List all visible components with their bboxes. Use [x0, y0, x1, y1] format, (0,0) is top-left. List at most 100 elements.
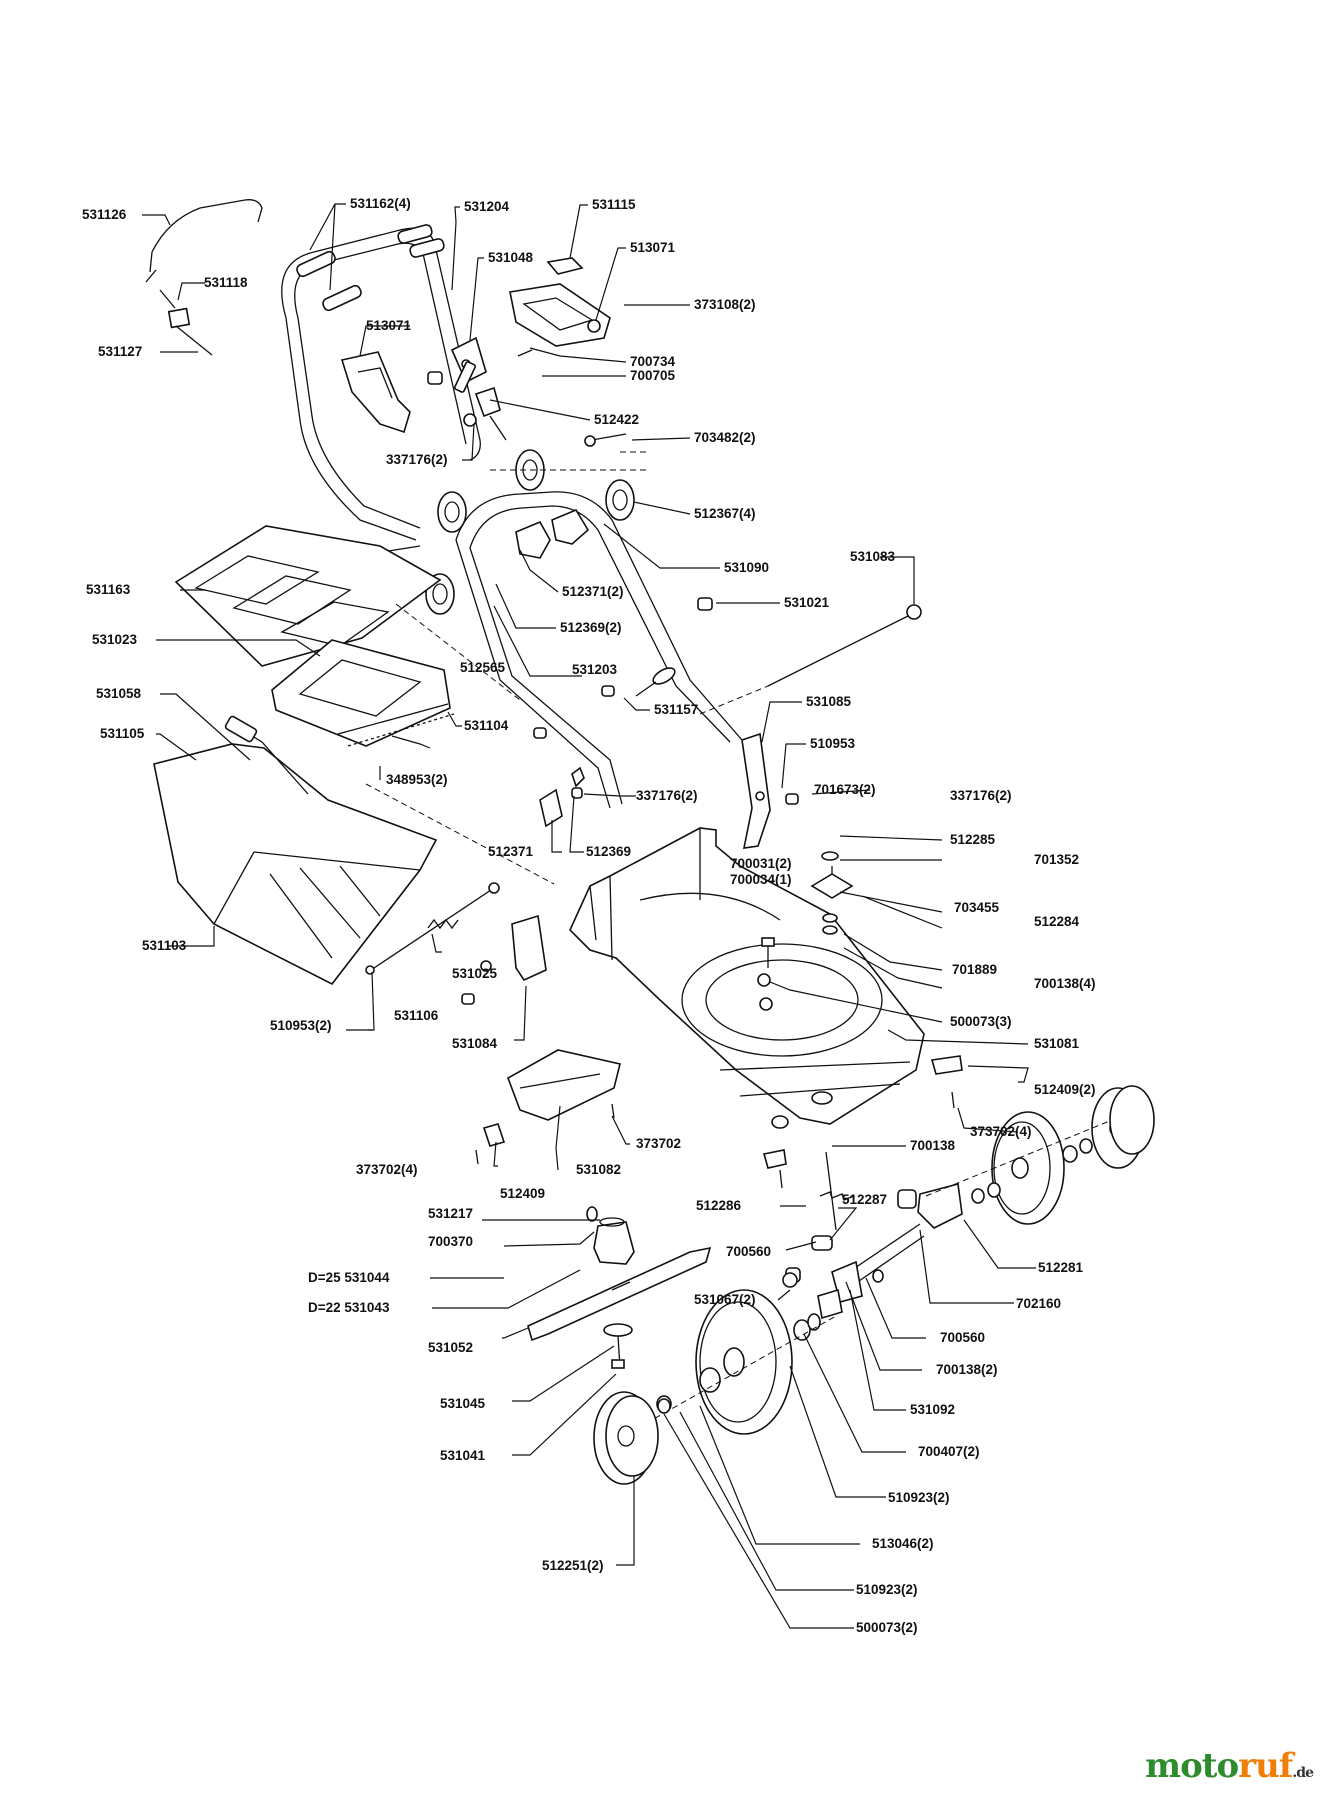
label-531041: 531041	[440, 1448, 486, 1463]
spacers-512371	[539, 766, 585, 828]
label-531163: 531163	[86, 582, 131, 597]
upper-handle-531204	[281, 224, 481, 541]
label-531127: 531127	[98, 344, 142, 359]
label-531044: D=25 531044	[308, 1270, 390, 1285]
grass-box-lid-531163	[174, 525, 442, 667]
label-700034: 700034(1)	[730, 872, 792, 887]
label-531103: 531103	[142, 938, 187, 953]
label-531045: 531045	[440, 1396, 486, 1411]
watermark-brand-part2: ruf	[1238, 1746, 1293, 1786]
hubcap-rear	[1109, 1085, 1155, 1155]
label-337176-b: 337176(2)	[636, 788, 698, 803]
label-512369-a: 512369(2)	[560, 620, 622, 635]
label-531067: 531067(2)	[694, 1292, 756, 1307]
bail-lever-531126	[145, 199, 263, 283]
label-512286: 512286	[696, 1198, 742, 1213]
label-531084: 531084	[452, 1036, 498, 1051]
label-531105: 531105	[100, 726, 145, 741]
switch-housing-531115	[509, 257, 611, 357]
label-337176-a: 337176(2)	[386, 452, 448, 467]
label-510923-a: 510923(2)	[888, 1490, 950, 1505]
label-700560-a: 700560	[726, 1244, 771, 1259]
label-512285: 512285	[950, 832, 996, 847]
label-703455: 703455	[954, 900, 1000, 915]
label-531092: 531092	[910, 1402, 955, 1417]
label-512371-b: 512371	[488, 844, 534, 859]
cable-531083	[699, 604, 922, 715]
label-701352: 701352	[1034, 852, 1079, 867]
grass-box-531103	[153, 715, 438, 986]
label-512251: 512251(2)	[542, 1558, 604, 1573]
label-700138-c: 700138(2)	[936, 1362, 998, 1377]
label-531025: 531025	[452, 966, 498, 981]
label-510953: 510953	[810, 736, 856, 751]
label-531115: 531115	[592, 197, 636, 212]
label-700705: 700705	[630, 368, 676, 383]
label-531217: 531217	[428, 1206, 473, 1221]
label-513071-mid: 513071	[366, 318, 412, 333]
bolt-531157	[635, 667, 676, 697]
label-373702-b: 373702	[636, 1136, 681, 1151]
label-531118: 531118	[204, 275, 248, 290]
cable-531118	[159, 289, 213, 356]
label-700407: 700407(2)	[918, 1444, 980, 1459]
label-702160: 702160	[1016, 1296, 1061, 1311]
watermark-logo: motoruf.de	[1145, 1746, 1314, 1786]
label-531090: 531090	[724, 560, 769, 575]
watermark-brand-part1: moto	[1145, 1746, 1239, 1786]
label-703482: 703482(2)	[694, 430, 756, 445]
label-531104: 531104	[464, 718, 509, 733]
label-373702-a: 373702(4)	[970, 1124, 1032, 1139]
grass-box-frame-531104	[271, 639, 455, 747]
spindle-512287	[762, 1149, 855, 1251]
mower-deck-531081	[569, 827, 925, 1129]
bracket-512409	[475, 1055, 963, 1165]
label-700734: 700734	[630, 354, 676, 369]
leader-lines	[142, 203, 1036, 1629]
label-531083: 531083	[850, 549, 896, 564]
label-531082: 531082	[576, 1162, 621, 1177]
bracket-531084	[461, 914, 547, 1005]
label-510923-b: 510923(2)	[856, 1582, 918, 1597]
label-512367: 512367(4)	[694, 506, 756, 521]
label-513046: 513046(2)	[872, 1536, 934, 1551]
label-700138-b: 700138	[910, 1138, 956, 1153]
label-512409-b: 512409	[500, 1186, 545, 1201]
label-701889: 701889	[952, 962, 997, 977]
label-531021: 531021	[784, 595, 830, 610]
label-700560-b: 700560	[940, 1330, 985, 1345]
lower-handle-531090	[455, 491, 743, 809]
label-531157: 531157	[654, 702, 698, 717]
chute-plate-531082	[507, 1049, 621, 1121]
label-531126: 531126	[82, 207, 127, 222]
spring-531025	[427, 918, 459, 930]
label-531106: 531106	[394, 1008, 439, 1023]
label-512565: 512565	[460, 660, 506, 675]
label-513071-top: 513071	[630, 240, 676, 255]
label-373108: 373108(2)	[694, 297, 756, 312]
label-512409-a: 512409(2)	[1034, 1082, 1096, 1097]
label-512287: 512287	[842, 1192, 887, 1207]
blade-531052	[527, 1246, 712, 1342]
clip-531021	[697, 597, 713, 611]
blade-adapter-531217	[586, 1206, 635, 1265]
label-531052: 531052	[428, 1340, 473, 1355]
label-531203: 531203	[572, 662, 618, 677]
label-700031: 700031(2)	[730, 856, 792, 871]
flap-rod-531106	[365, 882, 500, 975]
handle-knobs-512367	[425, 449, 650, 615]
hubcap-512251	[605, 1395, 671, 1477]
label-531048: 531048	[488, 250, 534, 265]
cover-513071-left	[340, 351, 411, 434]
label-373702-c: 373702(4)	[356, 1162, 418, 1177]
label-531085: 531085	[806, 694, 852, 709]
label-337176-c: 337176(2)	[950, 788, 1012, 803]
label-348953: 348953(2)	[386, 772, 448, 787]
label-512371-a: 512371(2)	[562, 584, 624, 599]
label-510953-b: 510953(2)	[270, 1018, 332, 1033]
washer-531067	[782, 1272, 798, 1288]
height-lever-531085	[741, 732, 771, 849]
watermark-suffix: .de	[1292, 1765, 1314, 1781]
